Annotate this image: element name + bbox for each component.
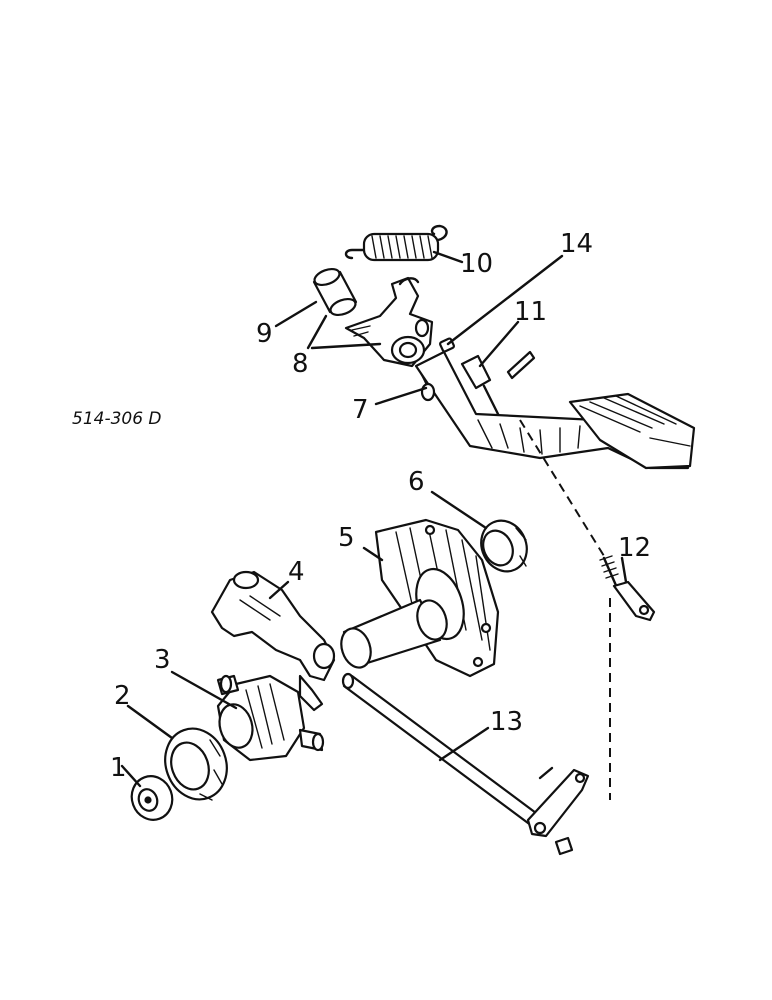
callout-1: 1 bbox=[110, 753, 127, 783]
callout-3: 3 bbox=[154, 645, 171, 675]
callout-6: 6 bbox=[408, 467, 425, 497]
callout-4: 4 bbox=[288, 557, 305, 587]
part-4-release-fork bbox=[210, 570, 336, 712]
callout-10: 10 bbox=[460, 249, 493, 279]
leader-lines bbox=[120, 250, 628, 788]
callout-13: 13 bbox=[490, 707, 523, 737]
part-6-bearing-ring bbox=[480, 519, 528, 573]
part-12-clevis bbox=[599, 555, 656, 622]
part-1-pilot-bearing bbox=[130, 775, 174, 821]
callout-12: 12 bbox=[618, 533, 651, 563]
part-5-housing bbox=[340, 518, 500, 678]
callout-8: 8 bbox=[292, 349, 309, 379]
drawing-code: 514-306 D bbox=[72, 409, 162, 429]
callout-labels: 1 2 3 4 5 6 7 8 9 10 11 12 13 14 bbox=[110, 229, 651, 783]
assembly-line-pedal-clevis bbox=[519, 419, 605, 557]
part-2-bearing-race bbox=[164, 727, 228, 801]
callout-5: 5 bbox=[338, 523, 355, 553]
callout-2: 2 bbox=[114, 681, 131, 711]
callout-14: 14 bbox=[560, 229, 593, 259]
part-13-cross-shaft bbox=[341, 672, 590, 856]
part-10-spring bbox=[344, 224, 448, 262]
pedal-lever bbox=[414, 350, 696, 470]
part-9-bushing bbox=[312, 267, 358, 317]
callout-11: 11 bbox=[514, 297, 547, 327]
callout-9: 9 bbox=[256, 319, 273, 349]
part-11-adjusting-bolt bbox=[460, 350, 536, 416]
part-8-pedal-hub bbox=[344, 276, 434, 368]
callout-7: 7 bbox=[352, 395, 369, 425]
